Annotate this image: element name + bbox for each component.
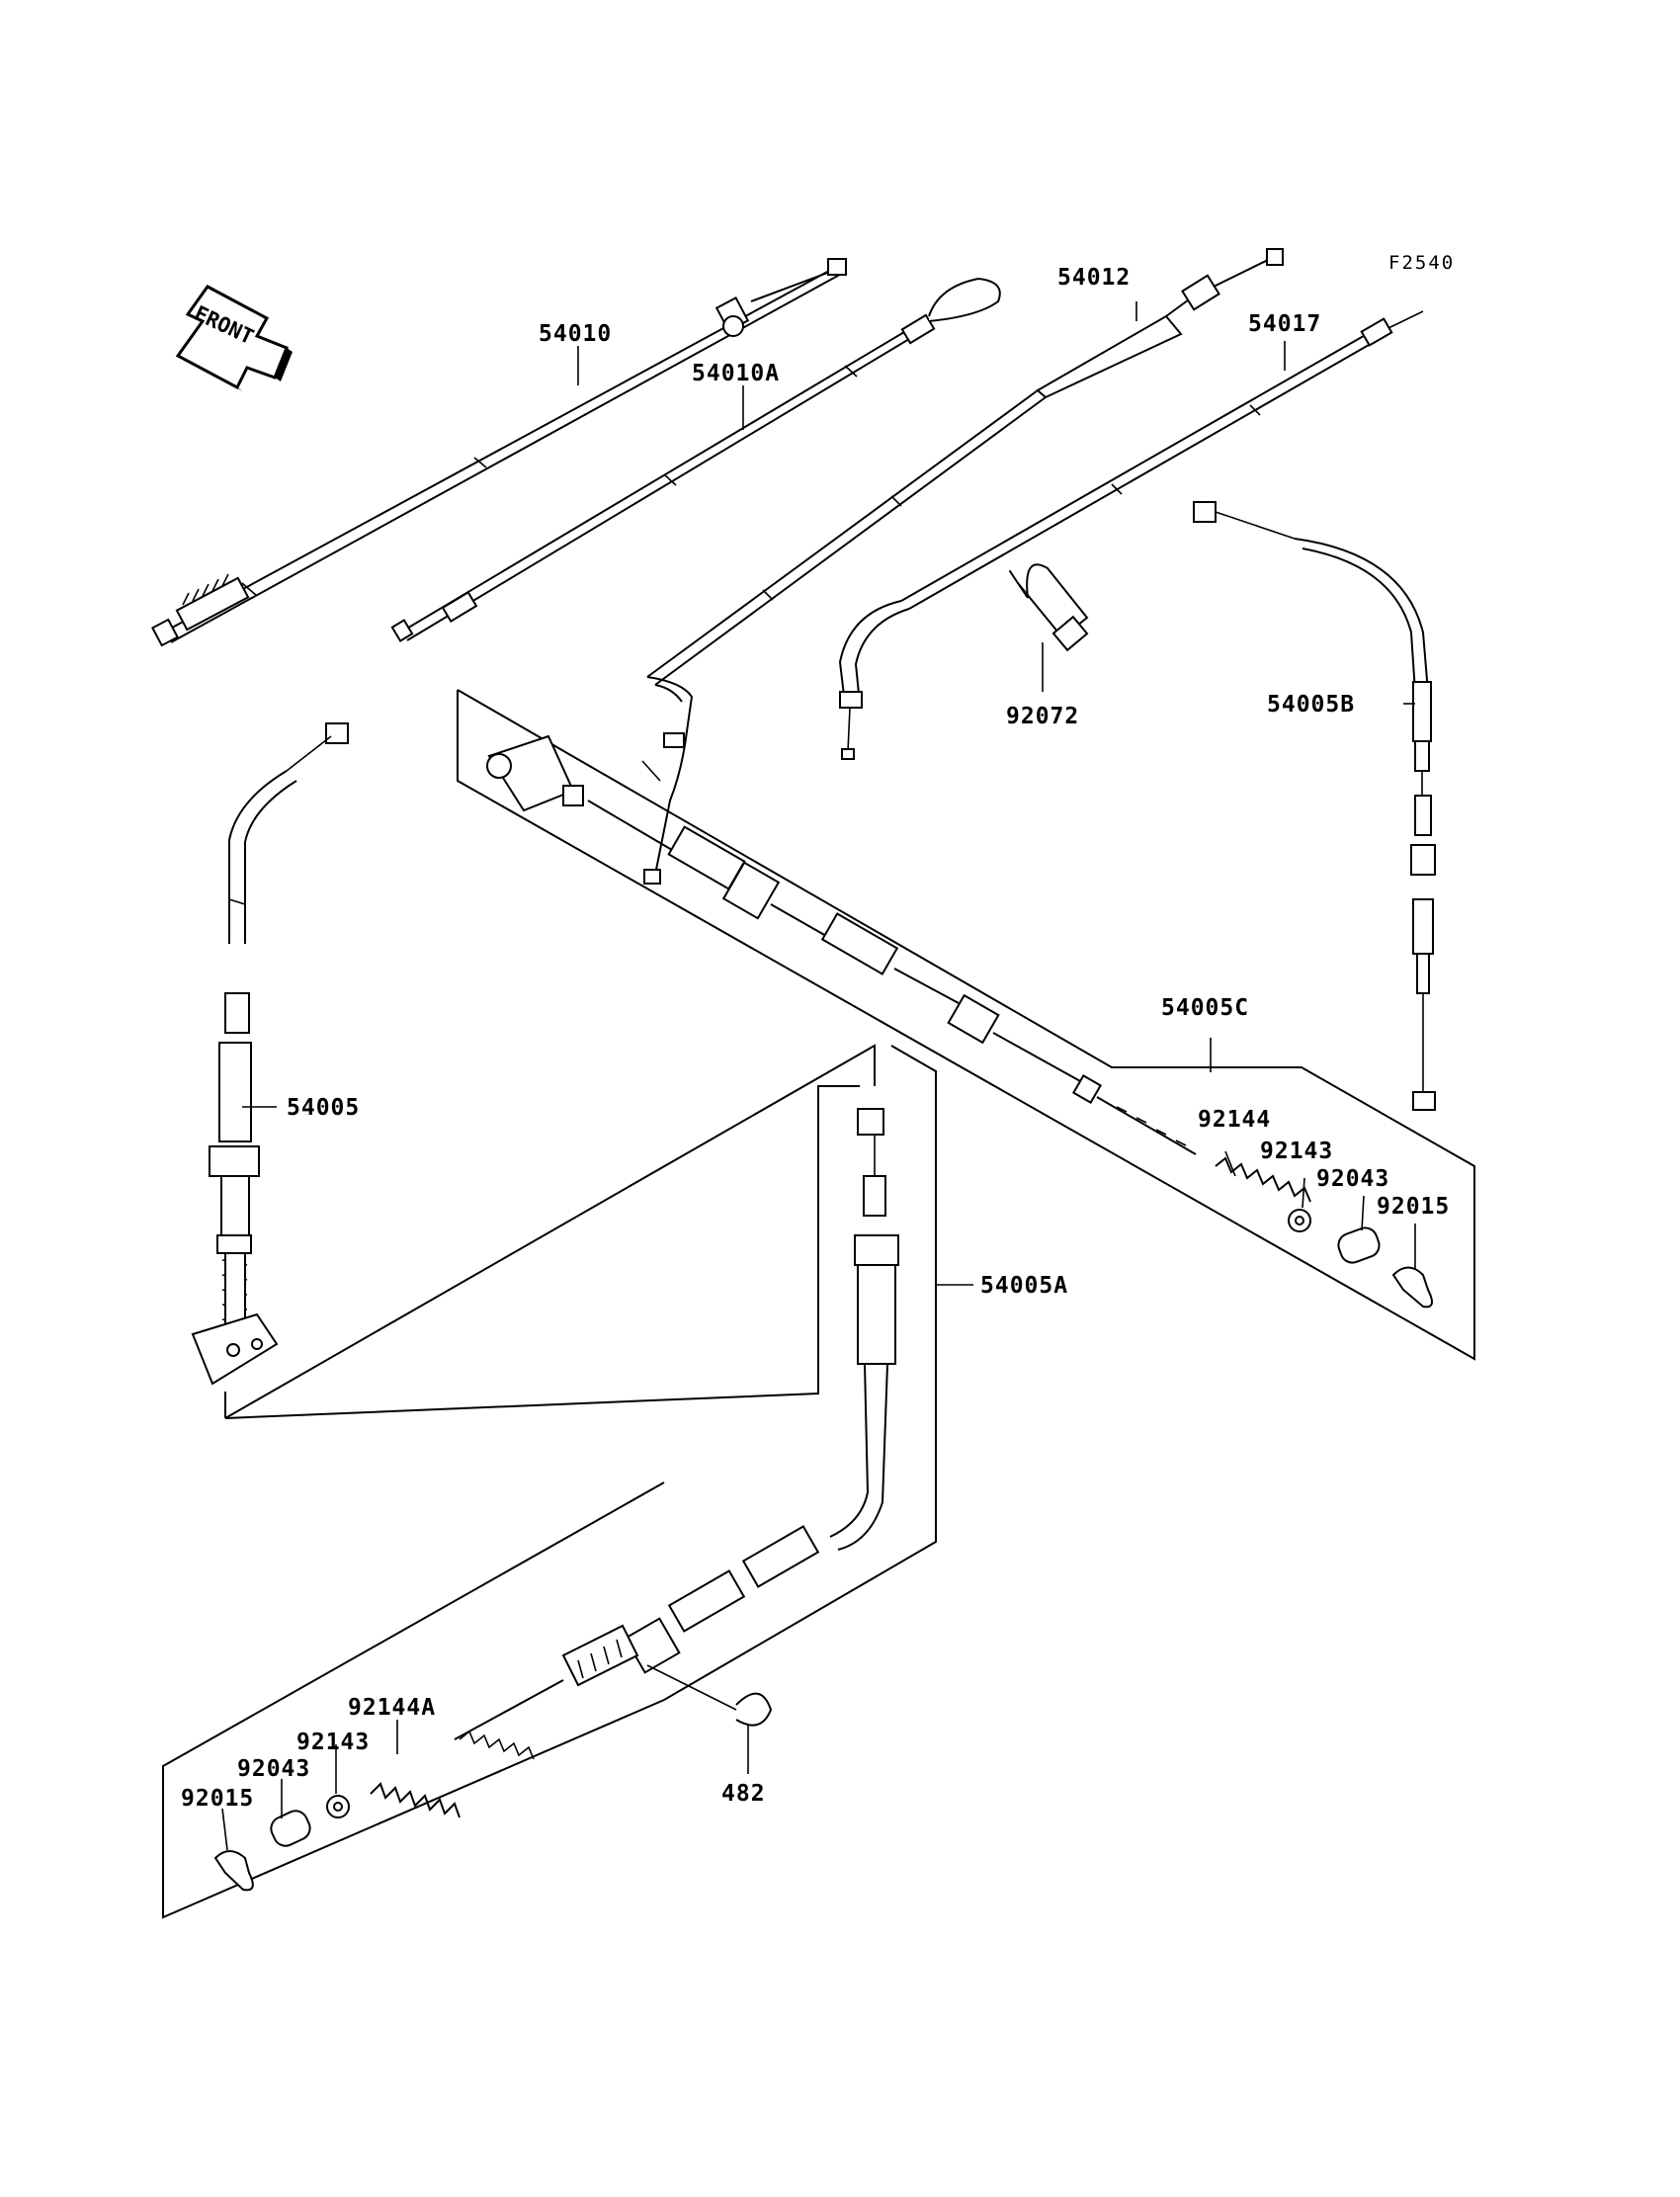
label-54012: 54012 [1057,265,1131,291]
label-54010a: 54010A [692,361,780,386]
spring-92144a [370,1782,461,1818]
label-54005b: 54005B [1267,692,1355,718]
label-92143: 92143 [1260,1139,1333,1164]
cable-54005c [457,689,1475,1361]
spring-92144 [1215,1156,1311,1203]
label-54005c: 54005C [1161,995,1249,1021]
leader-lines [221,301,1416,1851]
label-92144: 92144 [1198,1107,1271,1133]
cable-54010 [151,258,847,647]
cable-54005b [1193,501,1436,1111]
cable-54005 [191,722,349,1386]
label-92015-lower: 92015 [181,1786,254,1812]
cable-54012 [641,248,1284,885]
pin-92043 [1337,1226,1381,1264]
wing-nut-92015-lower [213,1850,254,1892]
wing-nut-92015 [1391,1266,1433,1309]
label-92043: 92043 [1316,1166,1389,1192]
label-54017: 54017 [1248,311,1321,337]
label-54005a: 54005A [980,1273,1068,1299]
label-92144a: 92144A [348,1695,436,1721]
front-arrow-icon: FRONT [175,285,293,391]
label-54010: 54010 [539,321,612,347]
label-92043-lower: 92043 [237,1756,310,1782]
label-92015: 92015 [1377,1194,1450,1220]
cable-54017 [838,310,1424,760]
e-ring-482 [735,1692,773,1727]
label-92143-lower: 92143 [296,1730,370,1755]
nut-92143-lower [326,1795,350,1818]
label-92072: 92072 [1006,704,1079,729]
cable-54005a [162,1044,937,1919]
cable-tie-92072 [1009,563,1089,652]
figure-code: F2540 [1388,252,1455,274]
part-labels: 54010 54010A 54012 54017 92072 54005B 54… [181,265,1450,1812]
nut-92143 [1288,1209,1311,1232]
pin-92043-lower [270,1810,311,1847]
label-54005: 54005 [287,1095,360,1121]
cable-54010a [390,277,1001,642]
label-482: 482 [721,1781,766,1807]
